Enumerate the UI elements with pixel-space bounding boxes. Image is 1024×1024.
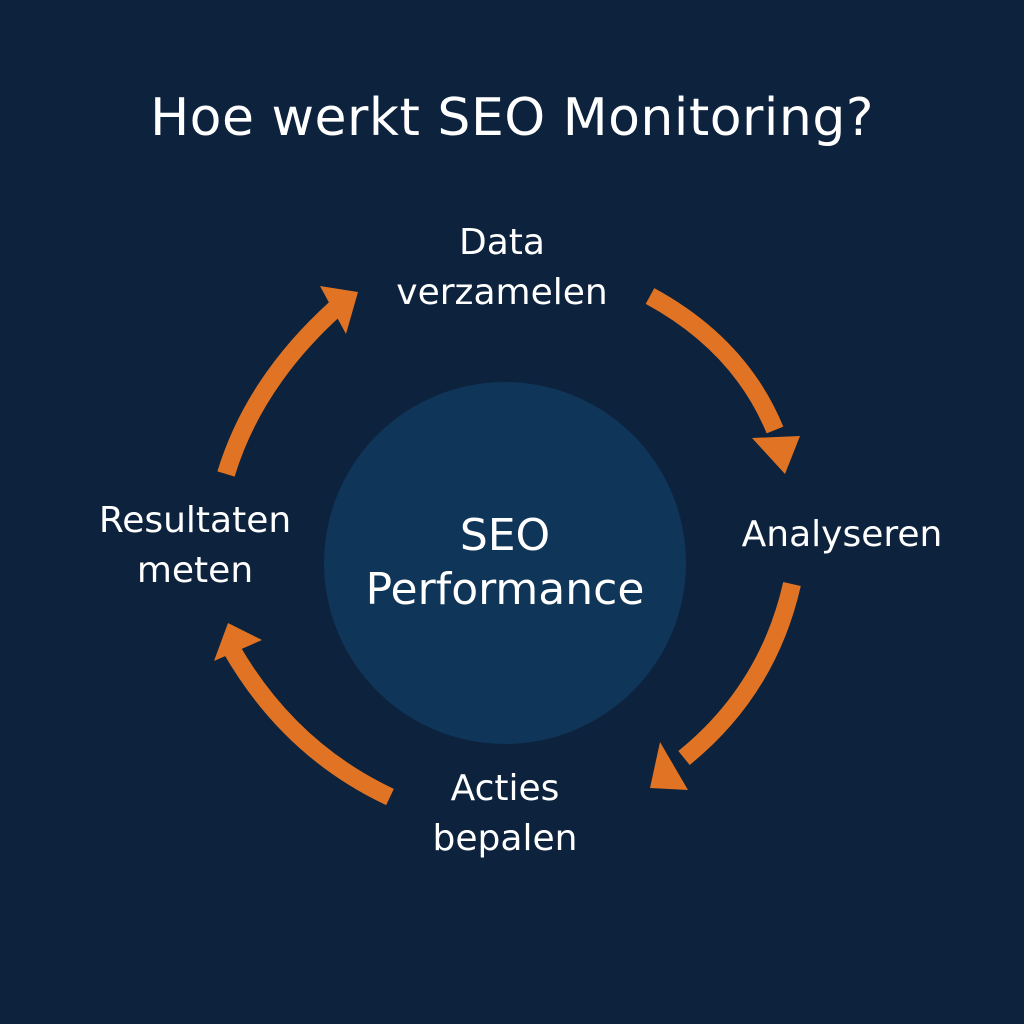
step-label-line1: Acties: [450, 768, 560, 809]
step-label-line2: verzamelen: [396, 272, 608, 313]
center-label-line2: Performance: [365, 564, 645, 615]
step-data-verzamelen: Data verzamelen: [362, 218, 642, 318]
diagram-title: Hoe werkt SEO Monitoring?: [150, 88, 874, 148]
step-label-line1: Analyseren: [741, 514, 943, 555]
step-label-line1: Data: [459, 222, 545, 263]
step-label-line1: Resultaten: [98, 500, 292, 541]
arrow-results-to-collect-icon: [217, 286, 358, 477]
center-circle: SEO Performance: [324, 382, 686, 744]
center-label-line1: SEO: [459, 510, 551, 561]
step-acties-bepalen: Acties bepalen: [380, 764, 630, 864]
step-analyseren: Analyseren: [712, 510, 972, 560]
arrow-collect-to-analyze-icon: [645, 288, 800, 474]
arrow-actions-to-results-icon: [214, 623, 394, 806]
step-label-line2: bepalen: [432, 818, 578, 859]
arrow-analyze-to-actions-icon: [650, 582, 801, 790]
step-resultaten-meten: Resultaten meten: [70, 496, 320, 596]
step-label-line2: meten: [136, 550, 254, 591]
